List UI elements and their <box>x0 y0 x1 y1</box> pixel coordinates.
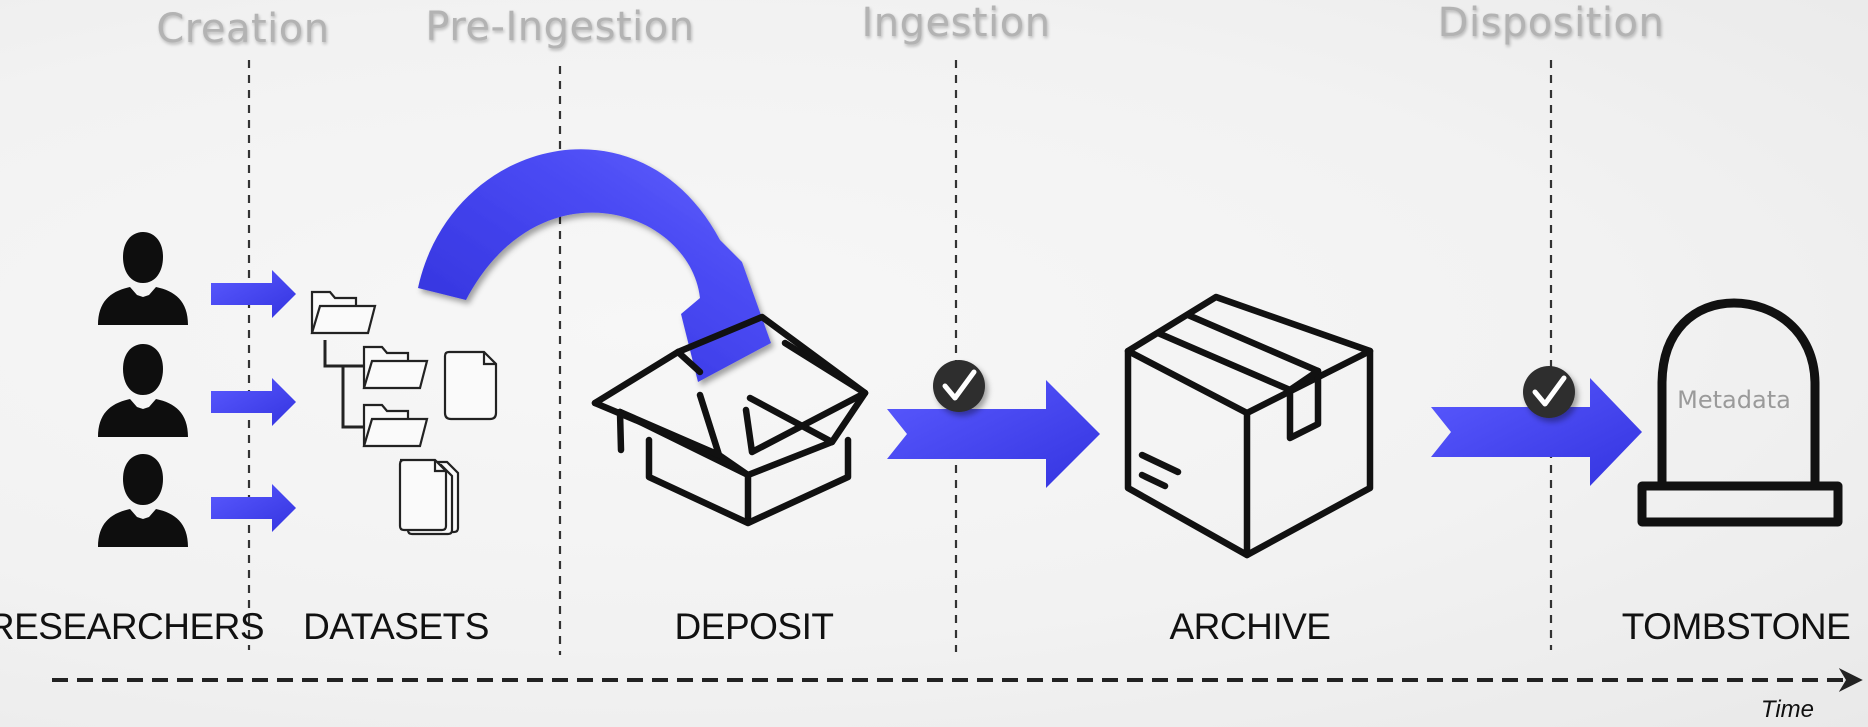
phase-label-ingestion: Ingestion <box>861 0 1051 46</box>
ingest-arrow-icon <box>887 380 1100 488</box>
curved-arrow-icon <box>418 149 771 382</box>
researcher-arrows <box>211 270 296 532</box>
arrow-right-icon <box>211 484 296 532</box>
file-icon <box>443 350 498 421</box>
checkmark-badge-icon <box>1523 366 1575 418</box>
open-box-icon <box>591 313 869 527</box>
stage-label-archive: ARCHIVE <box>1169 606 1331 647</box>
person-silhouette-icon <box>98 344 188 437</box>
closed-box-icon <box>1124 293 1374 559</box>
person-silhouette-icon <box>98 454 188 547</box>
researchers-group <box>98 232 188 547</box>
checkmark-badge-icon <box>933 360 985 412</box>
stage-label-tombstone: TOMBSTONE <box>1621 606 1851 647</box>
tombstone-icon <box>1637 298 1843 527</box>
stage-label-datasets: DATASETS <box>303 606 489 647</box>
phase-label-pre-ingestion: Pre-Ingestion <box>425 4 695 50</box>
time-axis-label: Time <box>1760 696 1814 723</box>
files-stack-icon <box>398 458 460 536</box>
folder-tree-lines <box>323 340 363 429</box>
stage-label-deposit: DEPOSIT <box>674 606 834 647</box>
person-silhouette-icon <box>98 232 188 325</box>
stage-label-researchers: RESEARCHERS <box>0 606 265 647</box>
folder-icon <box>362 403 429 448</box>
disposition-arrow-icon <box>1431 378 1642 486</box>
phase-label-creation: Creation <box>156 6 330 52</box>
datasets-group <box>310 290 498 536</box>
arrow-right-icon <box>211 378 296 426</box>
folder-icon <box>362 345 429 390</box>
folder-icon <box>310 290 377 335</box>
tombstone-metadata-text: Metadata <box>1677 386 1791 414</box>
phase-label-disposition: Disposition <box>1437 0 1665 46</box>
arrow-right-icon <box>211 270 296 318</box>
